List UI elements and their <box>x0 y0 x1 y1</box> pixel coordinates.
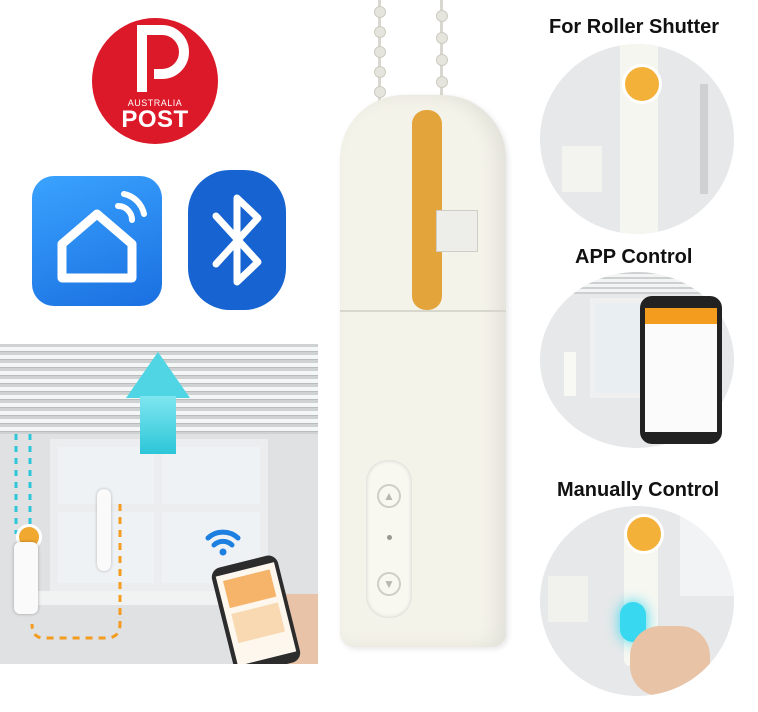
phone-app-screen <box>215 562 297 664</box>
device-clip <box>436 210 478 252</box>
finger <box>630 626 710 696</box>
device-seam <box>340 310 506 312</box>
chain-bead <box>374 26 386 38</box>
wall-bracket <box>548 576 588 622</box>
cord-path <box>14 434 122 640</box>
chain-bead <box>436 54 448 66</box>
australia-post-logo <box>92 18 218 144</box>
up-button[interactable]: ▲ <box>377 484 401 508</box>
heading-roller-shutter: For Roller Shutter <box>549 16 720 38</box>
window-frame <box>680 506 734 596</box>
wall-bracket <box>562 146 602 192</box>
window-edge <box>700 84 708 194</box>
window-scene-image <box>0 344 318 664</box>
up-arrow-stem <box>140 396 176 454</box>
manual-control-photo <box>540 506 734 696</box>
mini-motor <box>564 352 576 396</box>
chain-bead <box>374 46 386 58</box>
blinds <box>540 272 734 294</box>
smart-home-app-icon <box>32 176 162 306</box>
wifi-signal-icon <box>205 529 241 556</box>
chain-bead <box>436 10 448 22</box>
heading-manual-control: Manually Control <box>557 479 720 501</box>
home-wifi-icon <box>57 191 147 283</box>
window-transom <box>50 504 268 512</box>
app-screen <box>645 308 717 432</box>
window-mullion <box>154 439 162 591</box>
app-header-bar <box>645 308 717 324</box>
small-motor-unit <box>14 542 38 614</box>
chain-bead <box>374 66 386 78</box>
heading-app-control: APP Control <box>575 246 693 268</box>
bluetooth-icon <box>188 170 286 310</box>
up-arrow-icon <box>126 352 190 398</box>
chain-bead <box>436 32 448 44</box>
logo-text-post: POST <box>121 106 189 133</box>
motor-gear <box>622 64 662 104</box>
motor-gear <box>624 514 664 554</box>
roller-shutter-photo <box>540 44 734 234</box>
status-led <box>387 535 392 540</box>
down-button[interactable]: ▼ <box>377 572 401 596</box>
logo-text-australia: AUSTRALIA <box>127 98 183 108</box>
australia-post-p-mark <box>137 25 189 92</box>
chain-bead <box>436 76 448 88</box>
window-sensor <box>97 489 111 571</box>
chain-bead <box>374 6 386 18</box>
bluetooth-rune <box>212 194 262 286</box>
chain-bead <box>374 86 386 98</box>
